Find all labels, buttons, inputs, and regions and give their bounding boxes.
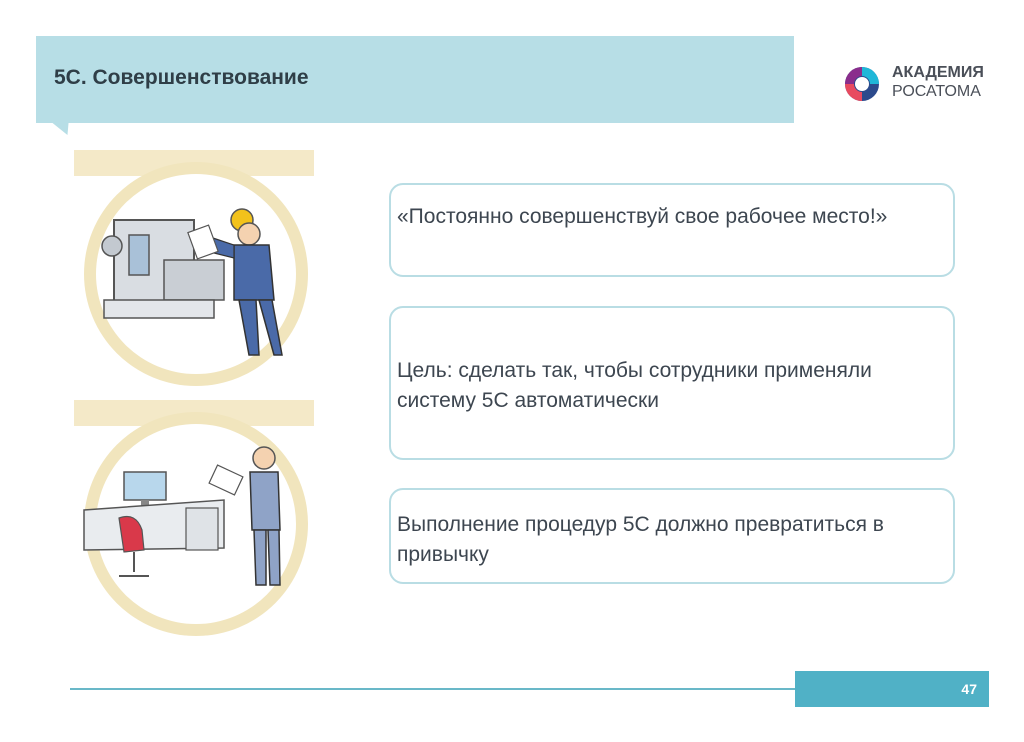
logo-mark-icon [845,67,879,101]
goal-card: Цель: сделать так, чтобы сотрудники прим… [389,306,955,460]
machine-worker-illustration [74,150,314,386]
academy-rosatom-logo: АКАДЕМИЯ РОСАТОМА [842,62,1002,106]
habit-card: Выполнение процедур 5С должно превратить… [389,488,955,584]
title-bar [36,36,794,123]
quote-card-text: «Постоянно совершенствуй свое рабочее ме… [397,205,888,228]
quote-card: «Постоянно совершенствуй свое рабочее ме… [389,183,955,277]
logo-text-line1: АКАДЕМИЯ [892,64,984,81]
office-worker-illustration [74,400,314,636]
footer-divider [70,688,796,690]
habit-card-text: Выполнение процедур 5С должно превратить… [397,513,884,566]
logo-text-line2: РОСАТОМА [892,83,981,100]
slide-title: 5С. Совершенствование [54,66,309,89]
title-bar-tab [52,123,76,135]
page-number-box: 47 [795,671,989,707]
goal-card-text: Цель: сделать так, чтобы сотрудники прим… [397,359,872,412]
page-number: 47 [961,681,977,697]
